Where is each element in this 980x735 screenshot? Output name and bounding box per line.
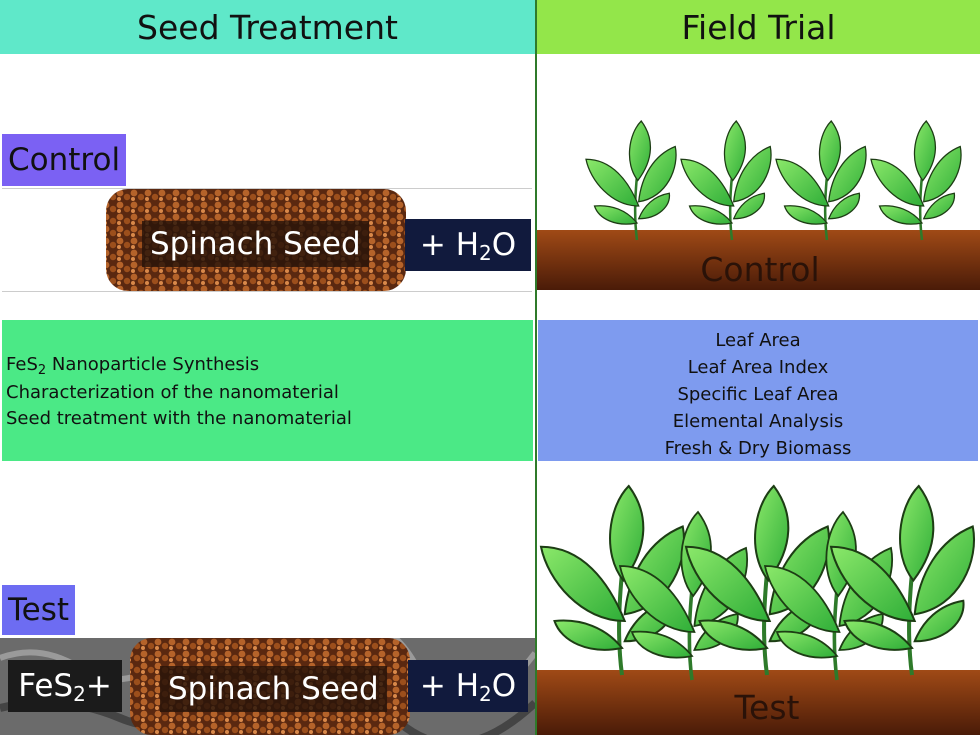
seed-treatment-title: Seed Treatment: [137, 7, 398, 47]
h2o-suffix: O: [491, 668, 517, 704]
control-field-plot: [537, 119, 980, 290]
control-label-text: Control: [8, 142, 121, 178]
h2o-subscript: 2: [479, 241, 492, 265]
spinach-seed-box: Spinach Seed: [160, 666, 387, 712]
method-line1-prefix: FeS: [6, 354, 38, 375]
method-line1-suffix: Nanoparticle Synthesis: [46, 354, 260, 375]
methods-block: FeS2 Nanoparticle Synthesis Characteriza…: [2, 320, 533, 461]
h2o-suffix: O: [491, 227, 517, 263]
field-test-label: Test: [734, 688, 800, 727]
field-trial-header: Field Trial: [537, 0, 980, 54]
fes2-suffix: +: [85, 668, 112, 704]
h2o-subscript: 2: [479, 682, 492, 706]
spinach-seed-box: Spinach Seed: [142, 221, 369, 267]
field-trial-title: Field Trial: [681, 7, 836, 47]
h2o-prefix: + H: [419, 227, 479, 263]
h2o-prefix: + H: [419, 668, 479, 704]
test-field-plot: [537, 470, 980, 735]
method-line-seed-treatment: Seed treatment with the nanomaterial: [6, 408, 352, 429]
method-line-synthesis: FeS2 Nanoparticle Synthesis: [6, 352, 352, 380]
spinach-seed-text: Spinach Seed: [168, 671, 379, 707]
test-label: Test: [2, 585, 76, 635]
field-control-label: Control: [700, 250, 820, 289]
fes2-prefix: FeS: [18, 668, 74, 704]
measurement-item: Elemental Analysis: [672, 411, 844, 432]
control-label: Control: [2, 134, 127, 186]
test-label-text: Test: [8, 592, 70, 628]
method-line-characterization: Characterization of the nanomaterial: [6, 382, 339, 403]
measurements-block: Leaf Area Leaf Area Index Specific Leaf …: [538, 320, 978, 461]
method-line1-subscript: 2: [37, 363, 47, 378]
spinach-seed-text: Spinach Seed: [150, 226, 361, 262]
fes2-subscript: 2: [73, 682, 86, 706]
measurement-item: Leaf Area: [715, 330, 801, 351]
measurement-item: Specific Leaf Area: [677, 384, 839, 405]
measurement-item: Fresh & Dry Biomass: [664, 438, 852, 459]
column-divider: [535, 0, 537, 735]
measurement-item: Leaf Area Index: [687, 357, 829, 378]
seed-treatment-header: Seed Treatment: [0, 0, 535, 54]
